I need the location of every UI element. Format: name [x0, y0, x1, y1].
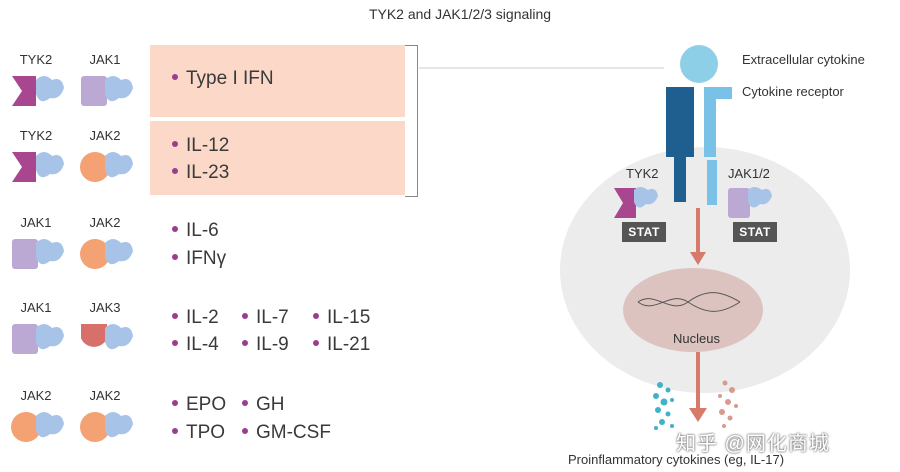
tyk2-icon	[614, 188, 636, 218]
stat-right: STAT	[733, 222, 777, 242]
jak-pair-row: TYK2 JAK2	[0, 128, 150, 198]
jak2-icon	[79, 237, 137, 278]
caption: Proinflammatory cytokines (eg, IL-17)	[568, 452, 785, 467]
cytokine-label: IL-9	[256, 334, 289, 355]
cytokine-item: IFNγ	[172, 248, 226, 270]
label-nucleus: Nucleus	[673, 331, 720, 346]
bullet-dot	[242, 427, 248, 434]
jak-pair-row: JAK2 JAK2	[0, 388, 150, 458]
bullet-dot	[172, 73, 178, 80]
bullet-dot	[172, 167, 178, 174]
bullet-dot	[172, 312, 178, 319]
bullet-dot	[242, 312, 248, 319]
bullet-dot	[313, 312, 319, 319]
label-extracellular-cytokine: Extracellular cytokine	[742, 52, 865, 67]
bullet-dot	[242, 339, 248, 346]
figure-title: TYK2 and JAK1/2/3 signaling	[368, 6, 552, 22]
jak1-icon	[728, 188, 750, 218]
cytokine-item: IL-23	[172, 162, 229, 184]
cytokine-item: IL-21	[313, 334, 370, 356]
cytokine-label: IL-15	[327, 307, 371, 328]
cytokine-item: IL-4	[172, 334, 219, 356]
jak3-icon	[79, 322, 137, 363]
jak-label-left: TYK2	[19, 128, 53, 143]
bracket	[405, 45, 418, 197]
cytokine-label: IL-21	[327, 334, 371, 355]
bullet-dot	[172, 225, 178, 232]
jak-pair-row: JAK1 JAK2	[0, 215, 150, 285]
cytokine-label: IL-23	[186, 162, 230, 183]
bullet-dot	[172, 140, 178, 147]
cytokine-label: IFNγ	[186, 248, 227, 269]
cytokine-item: GM-CSF	[242, 422, 331, 444]
connector-line	[419, 67, 664, 69]
cytokine-particles-left	[653, 382, 674, 430]
cytokine-label: IL-7	[256, 307, 289, 328]
jak-pair-row: JAK1 JAK3	[0, 300, 150, 370]
shade-il12-il23	[150, 121, 405, 195]
bullet-dot	[172, 399, 178, 406]
cytokine-item: IL-7	[242, 307, 289, 329]
tyk2-icon	[10, 74, 68, 115]
signal-arrow	[696, 208, 700, 256]
jak-label-right: JAK2	[89, 128, 121, 143]
cytokine-item: TPO	[172, 422, 225, 444]
jak2-icon	[79, 150, 137, 191]
output-arrow	[696, 352, 700, 412]
jak-label-right: JAK1	[89, 52, 121, 67]
bullet-dot	[172, 339, 178, 346]
jak1-icon	[10, 322, 68, 363]
nucleus	[623, 268, 763, 352]
label-cytokine-receptor: Cytokine receptor	[742, 84, 844, 99]
tyk2-icon	[10, 150, 68, 191]
watermark: 知乎 @网化商城	[676, 433, 830, 455]
receptor-left-chain	[666, 87, 694, 99]
cytokine-label: GH	[256, 394, 285, 415]
signaling-diagram	[560, 45, 850, 430]
jak-label-right: JAK3	[89, 300, 121, 315]
jak1-icon	[79, 74, 137, 115]
cytokine-item: IL-2	[172, 307, 219, 329]
bullet-dot	[172, 427, 178, 434]
jak-label-right: JAK2	[89, 388, 121, 403]
bullet-dot	[313, 339, 319, 346]
cytokine-label: IL-12	[186, 135, 230, 156]
cytokine-particles-right	[718, 380, 738, 428]
cytokine-item: EPO	[172, 394, 226, 416]
jak-label-left: JAK2	[20, 388, 52, 403]
jak-label-left: JAK1	[20, 215, 52, 230]
bullet-dot	[242, 399, 248, 406]
cytokine-label: IL-2	[186, 307, 219, 328]
cytokine-label: TPO	[186, 422, 226, 443]
stat-left: STAT	[622, 222, 666, 242]
extracellular-cytokine-icon	[680, 45, 718, 83]
jak-label-left: TYK2	[19, 52, 53, 67]
cytokine-label: IL-4	[186, 334, 219, 355]
jak2-icon	[10, 410, 68, 451]
jak-pair-row: TYK2 JAK1	[0, 52, 150, 122]
cytokine-item: IL-12	[172, 135, 229, 157]
cytokine-label: EPO	[186, 394, 227, 415]
cytokine-item: Type I IFN	[172, 68, 274, 90]
jak2-icon	[79, 410, 137, 451]
shade-type1-ifn	[150, 45, 405, 117]
cytokine-item: GH	[242, 394, 285, 416]
jak-label-right: JAK2	[89, 215, 121, 230]
cytokine-label: GM-CSF	[256, 422, 331, 443]
cytokine-label: IL-6	[186, 220, 219, 241]
label-jak12: JAK1/2	[728, 166, 770, 181]
jak1-icon	[10, 237, 68, 278]
jak-label-left: JAK1	[20, 300, 52, 315]
label-tyk2: TYK2	[626, 166, 659, 181]
cytokine-item: IL-6	[172, 220, 219, 242]
cytokine-label: Type I IFN	[186, 68, 274, 89]
cytokine-item: IL-9	[242, 334, 289, 356]
bullet-dot	[172, 253, 178, 260]
cytokine-item: IL-15	[313, 307, 370, 329]
